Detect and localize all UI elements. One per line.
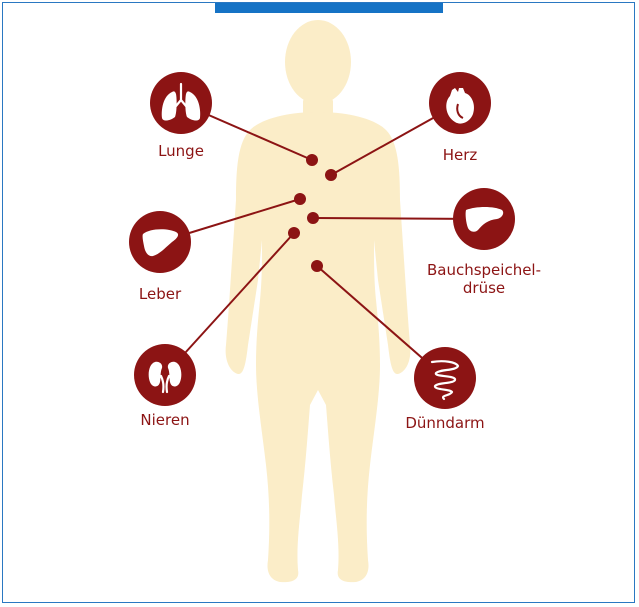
kidneys-icon [134,344,196,406]
pancreas-icon [453,188,515,250]
label-lunge: Lunge [140,142,222,160]
label-leber: Leber [125,285,195,303]
body-silhouette [226,20,411,582]
dot-lunge [306,154,318,166]
label-nieren: Nieren [130,411,200,429]
label-bauchspeicheldruese: Bauchspeichel- drüse [416,261,552,297]
liver-icon [129,211,191,273]
dot-herz [325,169,337,181]
lungs-icon [150,72,212,134]
dot-leber [294,193,306,205]
label-duenndarm: Dünndarm [398,414,492,432]
dot-duenndarm [311,260,323,272]
dot-bauchspeicheldruese [307,212,319,224]
label-herz: Herz [425,146,495,164]
small-intestine-icon [414,347,476,409]
dot-nieren [288,227,300,239]
heart-icon [429,72,491,134]
